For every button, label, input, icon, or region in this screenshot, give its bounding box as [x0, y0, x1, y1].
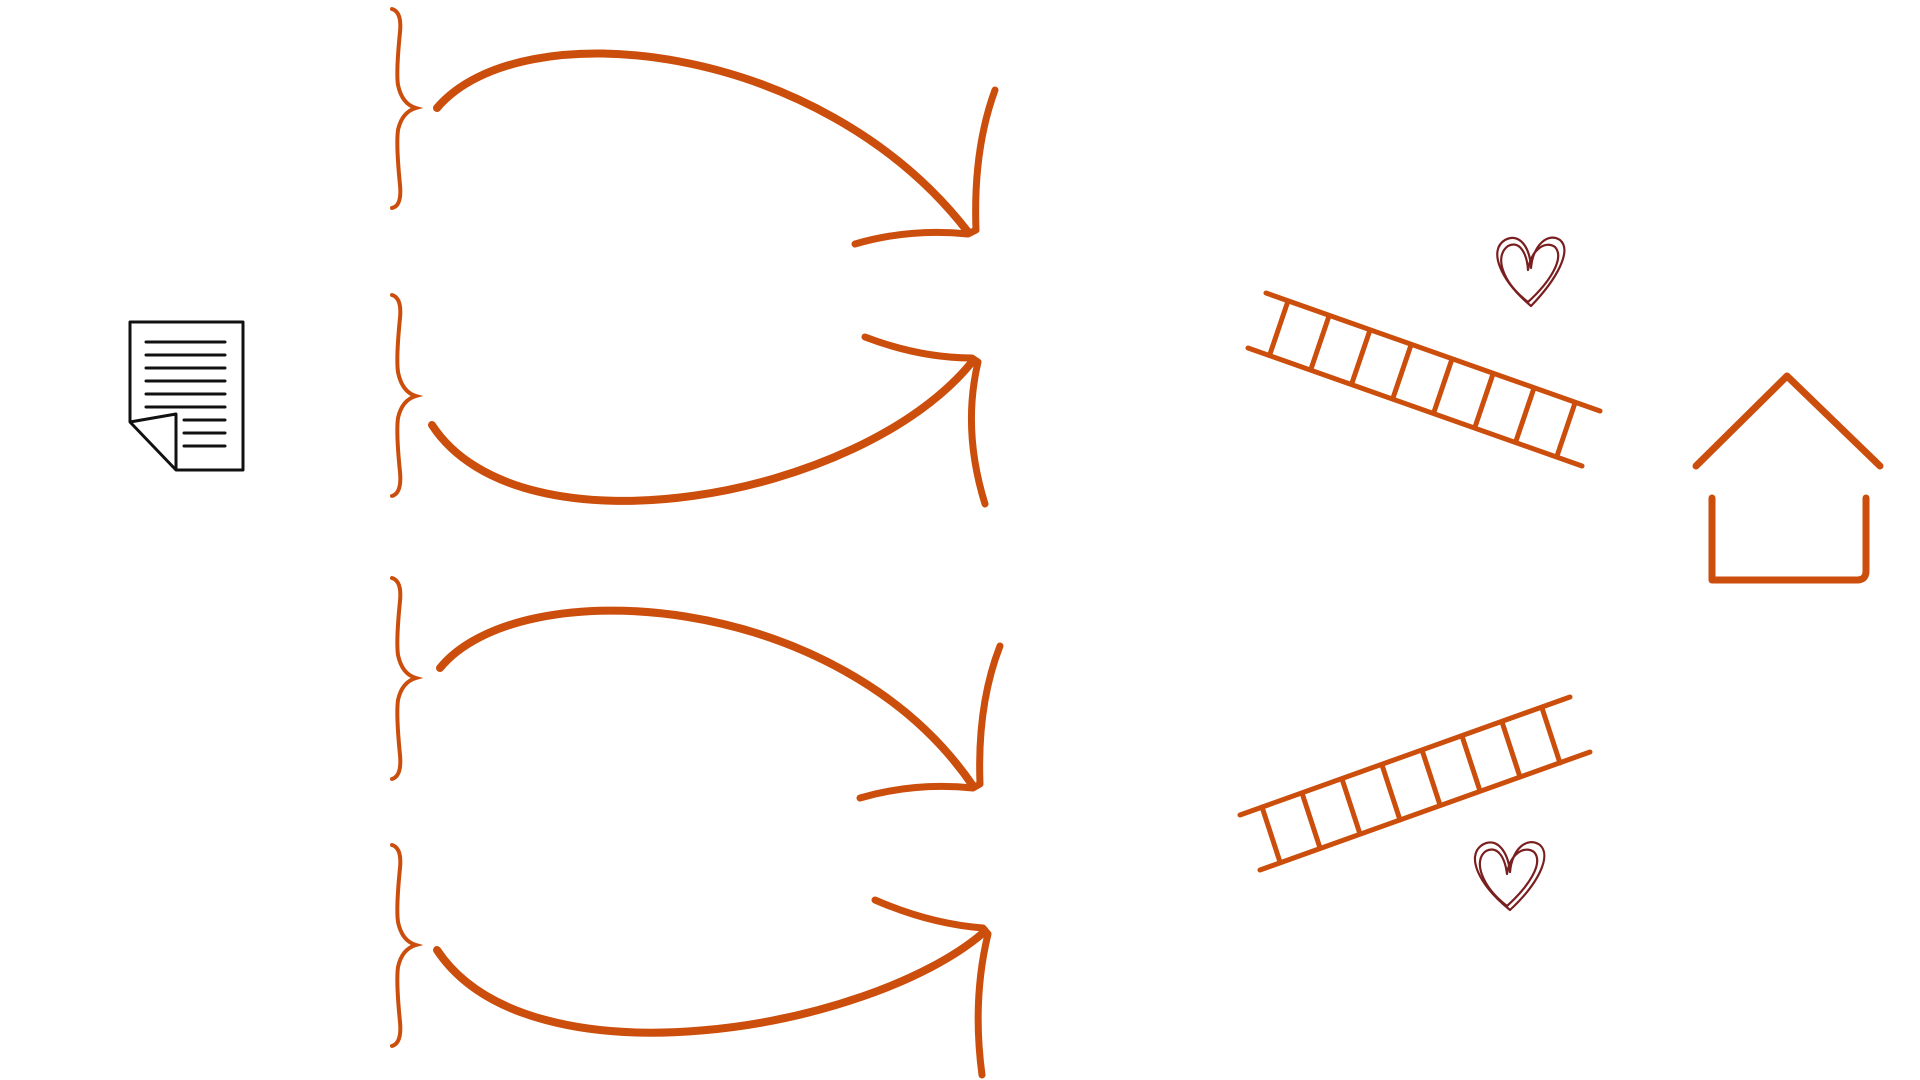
curved-arrow-icon — [433, 896, 992, 1079]
curved-arrow-icon — [436, 606, 1004, 802]
heart-icon — [1496, 236, 1566, 308]
curly-brace-icon — [390, 7, 424, 210]
curly-brace-icon — [390, 843, 424, 1048]
curved-arrow-icon — [428, 333, 989, 508]
curved-arrow-icon — [433, 49, 999, 248]
ladder-icon — [1245, 290, 1603, 469]
house-icon — [1692, 372, 1884, 584]
document-icon — [128, 320, 245, 472]
heart-icon — [1473, 841, 1546, 912]
curly-brace-icon — [390, 293, 424, 498]
ladder-icon — [1237, 694, 1593, 873]
curly-brace-icon — [390, 576, 424, 781]
